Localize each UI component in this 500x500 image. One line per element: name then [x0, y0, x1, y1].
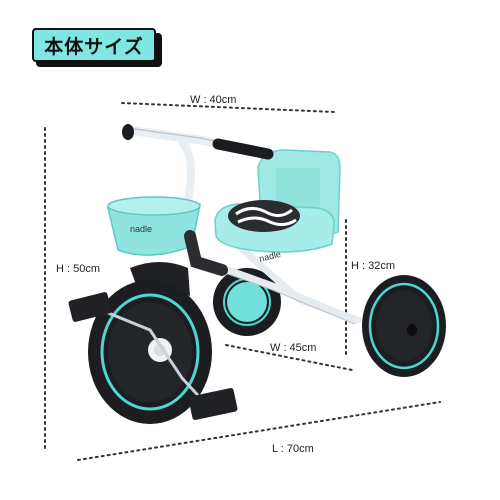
length-label: L : 70cm — [272, 443, 314, 455]
width-dimension-line — [121, 102, 336, 113]
back-right-wheel — [362, 275, 446, 377]
depth-dimension-line — [225, 344, 353, 371]
depth-label: W : 45cm — [270, 342, 317, 354]
basket-brand-text: nadle — [130, 224, 152, 234]
width-label: W : 40cm — [190, 94, 237, 106]
height-label: H : 50cm — [56, 263, 101, 275]
seat-height-label: H : 32cm — [351, 260, 396, 272]
title-badge-label: 本体サイズ — [32, 28, 156, 62]
seat: nadle — [214, 149, 341, 264]
front-basket: nadle — [107, 196, 201, 256]
size-title-badge: 本体サイズ — [32, 28, 164, 68]
length-dimension-line — [77, 401, 441, 461]
pedals — [68, 292, 238, 420]
